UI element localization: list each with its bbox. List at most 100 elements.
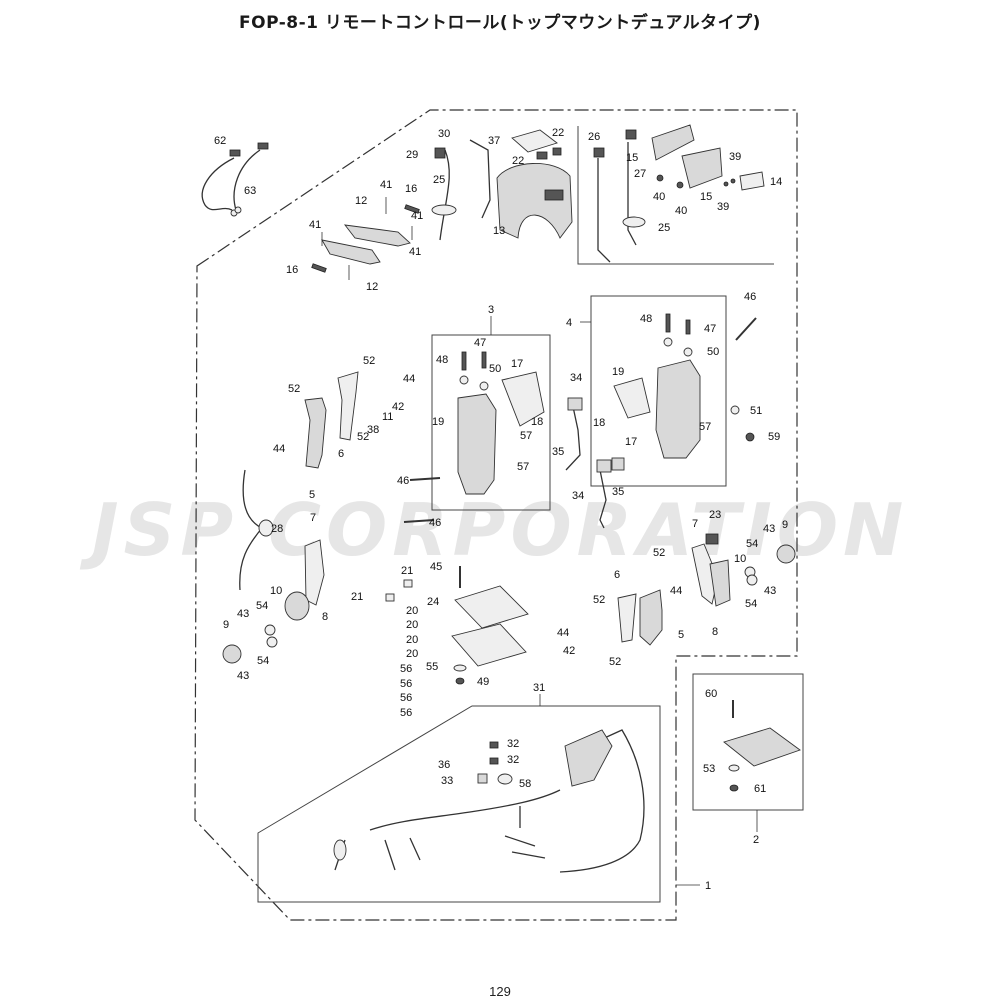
callout-53: 53	[703, 763, 715, 775]
callout-32: 32	[507, 738, 519, 750]
callout-52: 52	[653, 547, 665, 559]
module-15-upper-shape	[651, 124, 695, 161]
callout-63: 63	[244, 185, 256, 197]
callout-61: 61	[754, 783, 766, 795]
callout-22: 22	[512, 155, 524, 167]
top-right-sub-boundary	[577, 126, 774, 265]
callout-28: 28	[271, 523, 283, 535]
box-31	[257, 705, 661, 903]
callout-56: 56	[400, 707, 412, 719]
cable-62-shape	[201, 157, 235, 211]
callout-52: 52	[609, 656, 621, 668]
callout-50: 50	[489, 363, 501, 375]
callout-31: 31	[533, 682, 545, 694]
callout-50: 50	[707, 346, 719, 358]
callout-41: 41	[411, 210, 423, 222]
callout-6: 6	[614, 569, 620, 581]
callout-41: 41	[309, 219, 321, 231]
callout-6: 6	[338, 448, 344, 460]
callout-54: 54	[257, 655, 269, 667]
callout-60: 60	[705, 688, 717, 700]
callout-42: 42	[392, 401, 404, 413]
callout-24: 24	[427, 596, 439, 608]
callout-46: 46	[397, 475, 409, 487]
callout-54: 54	[746, 538, 758, 550]
callout-52: 52	[593, 594, 605, 606]
callout-20: 20	[406, 619, 418, 631]
callout-52: 52	[363, 355, 375, 367]
callout-56: 56	[400, 663, 412, 675]
callout-43: 43	[237, 608, 249, 620]
callout-56: 56	[400, 678, 412, 690]
callout-41: 41	[409, 246, 421, 258]
callout-23: 23	[709, 509, 721, 521]
mount-plate-2-shape	[723, 727, 801, 767]
callout-35: 35	[612, 486, 624, 498]
callout-44: 44	[273, 443, 285, 455]
callout-41: 41	[380, 179, 392, 191]
arm-6-right-shape	[617, 593, 637, 643]
callout-35: 35	[552, 446, 564, 458]
cable-28-shape	[239, 469, 264, 591]
handle-7-left-shape	[304, 539, 325, 606]
callout-39: 39	[717, 201, 729, 213]
gasket-17b-shape	[613, 377, 651, 419]
callout-13: 13	[493, 225, 505, 237]
callout-52: 52	[288, 383, 300, 395]
watermark-text: JSP CORPORATION	[91, 488, 909, 572]
lever-8-right-shape	[709, 559, 731, 607]
callout-46: 46	[429, 517, 441, 529]
lever-5-right-shape	[639, 589, 663, 646]
bracket-12-upper-shape	[343, 224, 411, 247]
callout-46: 46	[744, 291, 756, 303]
cable-26-shape	[597, 158, 611, 263]
callout-11: 11	[382, 411, 393, 423]
callout-47: 47	[704, 323, 716, 335]
callout-57: 57	[517, 461, 529, 473]
callout-8: 8	[712, 626, 718, 638]
callout-20: 20	[406, 634, 418, 646]
plate-14-shape	[739, 171, 765, 191]
arm-6-left-shape	[337, 371, 359, 441]
callout-17: 17	[511, 358, 523, 370]
callout-32: 32	[507, 754, 519, 766]
callout-43: 43	[237, 670, 249, 682]
callout-20: 20	[406, 605, 418, 617]
callout-16: 16	[286, 264, 298, 276]
callout-25: 25	[658, 222, 670, 234]
gasket-17-shape	[501, 371, 545, 427]
callout-7: 7	[692, 518, 698, 530]
callout-34: 34	[570, 372, 582, 384]
module-15-lower-shape	[681, 147, 723, 189]
page-title: FOP-8-1 リモートコントロール(トップマウントデュアルタイプ)	[239, 13, 761, 33]
callout-57: 57	[699, 421, 711, 433]
callout-8: 8	[322, 611, 328, 623]
callout-12: 12	[355, 195, 367, 207]
callout-21: 21	[401, 565, 413, 577]
callout-44: 44	[670, 585, 682, 597]
callout-58: 58	[519, 778, 531, 790]
callout-18: 18	[531, 416, 543, 428]
callout-26: 26	[588, 131, 600, 143]
callout-21: 21	[351, 591, 363, 603]
callout-48: 48	[640, 313, 652, 325]
callout-44: 44	[557, 627, 569, 639]
callout-9: 9	[782, 519, 788, 531]
callout-7: 7	[310, 512, 316, 524]
callout-4: 4	[566, 317, 572, 329]
callout-51: 51	[750, 405, 762, 417]
callout-17: 17	[625, 436, 637, 448]
callout-54: 54	[256, 600, 268, 612]
callout-19: 19	[612, 366, 624, 378]
callout-19: 19	[432, 416, 444, 428]
callout-34: 34	[572, 490, 584, 502]
callout-44: 44	[403, 373, 415, 385]
callout-38: 38	[367, 424, 379, 436]
callout-43: 43	[763, 523, 775, 535]
callout-47: 47	[474, 337, 486, 349]
callout-36: 36	[438, 759, 450, 771]
callout-33: 33	[441, 775, 453, 787]
lever-5-left-shape	[304, 397, 327, 469]
callout-43: 43	[764, 585, 776, 597]
